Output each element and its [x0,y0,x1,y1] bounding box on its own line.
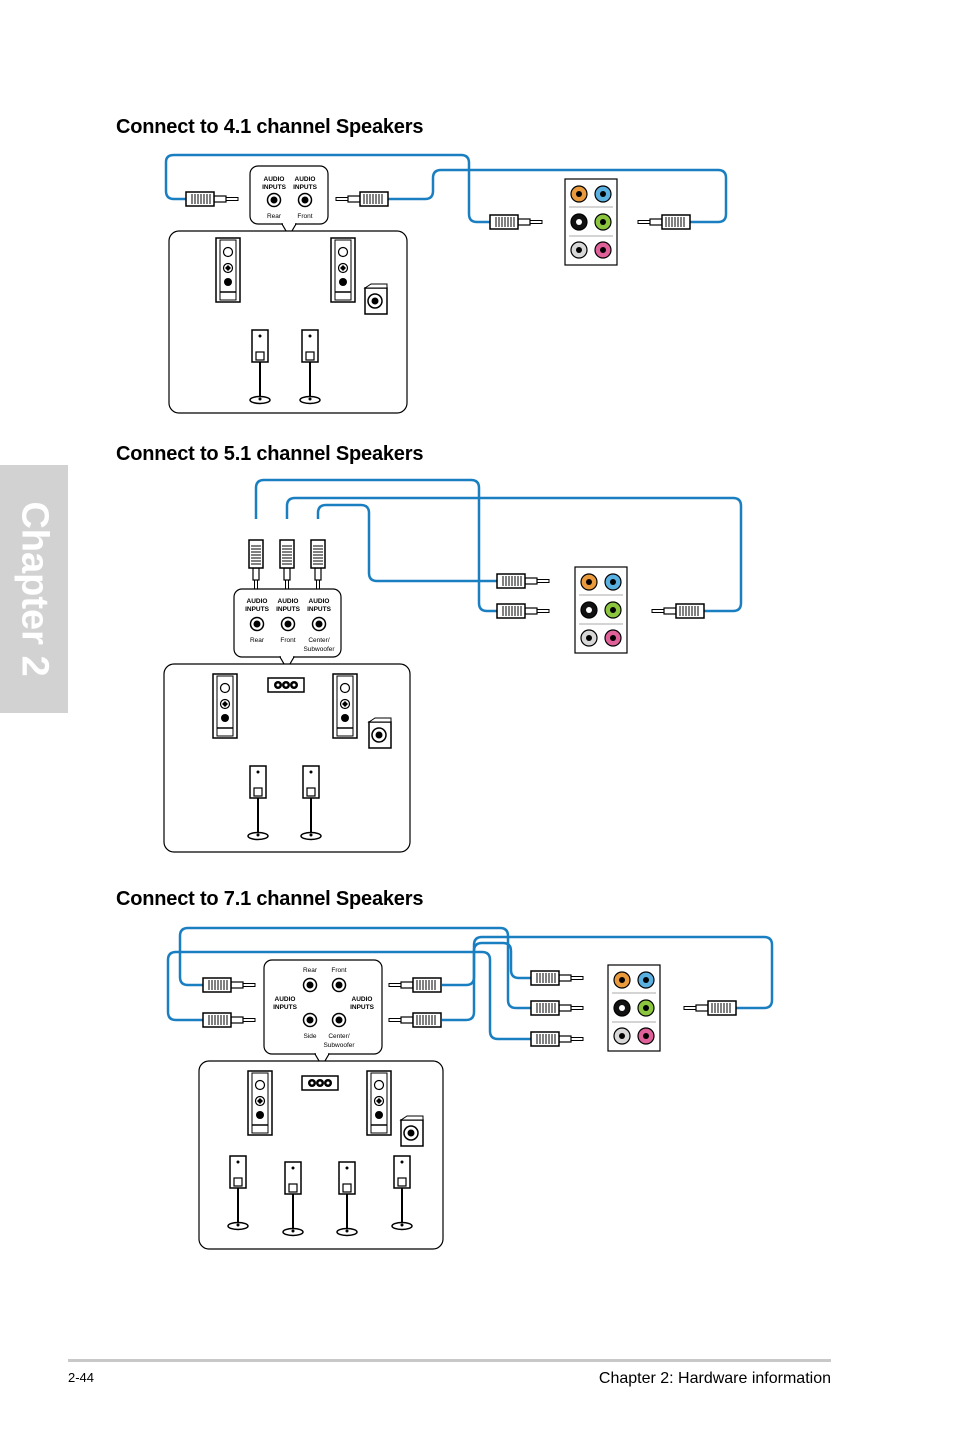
svg-text:Front: Front [280,637,295,644]
plug-icon [683,1000,737,1016]
tower-speaker-icon [366,1070,392,1136]
subwoofer-icon [368,717,392,749]
plug-icon [279,539,295,593]
plug-icon [530,1031,584,1047]
svg-text:Side: Side [303,1033,316,1040]
plug-icon [335,191,389,207]
svg-text:Subwoofer: Subwoofer [323,1042,355,1049]
plug-icon [248,539,264,593]
section-title-5-1: Connect to 5.1 channel Speakers [116,443,424,465]
subwoofer-icon [364,283,388,315]
cable-center-5-1 [316,503,497,583]
footer-chapter-title: Chapter 2: Hardware information [598,1370,831,1387]
svg-text:Subwoofer: Subwoofer [303,646,335,653]
svg-text:INPUTS: INPUTS [262,184,287,191]
section-title-4-1: Connect to 4.1 channel Speakers [116,116,424,138]
panel-label: Rear [267,213,282,220]
page-number: 2-44 [68,1370,95,1385]
tower-speaker-icon [215,237,241,303]
center-speaker-icon [301,1075,339,1091]
tower-speaker-icon [212,673,238,739]
speaker-input-panel [249,165,329,225]
subwoofer-icon [400,1115,424,1147]
svg-text:AUDIO: AUDIO [278,598,299,605]
cable-center-7-1 [442,941,531,1022]
plug-icon [310,539,326,593]
svg-text:Rear: Rear [250,637,265,644]
svg-text:INPUTS: INPUTS [273,1004,298,1011]
svg-text:Front: Front [331,967,346,974]
svg-text:AUDIO: AUDIO [275,996,296,1003]
plug-icon [530,1000,584,1016]
input-jack-icon [297,192,313,208]
cable-front-5-1 [285,496,743,613]
rear-io-jack-panel-icon [607,964,661,1052]
chapter-tab: Chapter 2 [0,465,68,713]
input-jack-icon [331,977,347,993]
input-jack-icon [331,1012,347,1028]
plug-icon [185,191,239,207]
plug-icon [530,970,584,986]
speaker-layout-box [168,230,408,414]
svg-text:INPUTS: INPUTS [307,606,332,613]
svg-text:INPUTS: INPUTS [293,184,318,191]
input-jack-icon [280,616,296,632]
plug-icon [637,214,691,230]
tower-speaker-icon [247,1070,273,1136]
svg-text:AUDIO: AUDIO [295,176,316,183]
tower-speaker-icon [330,237,356,303]
cable-side-7-1 [166,950,531,1041]
svg-text:AUDIO: AUDIO [309,598,330,605]
rear-io-jack-panel-icon [564,178,618,266]
plug-icon [496,573,550,589]
plug-icon [388,1012,442,1028]
svg-text:INPUTS: INPUTS [245,606,270,613]
diagram-5-1: AUDIO INPUTS AUDIO INPUTS AUDIO INPUTS R… [163,478,743,853]
rear-io-jack-panel-icon [574,566,628,654]
svg-text:Front: Front [297,213,312,220]
svg-text:Rear: Rear [303,967,318,974]
plug-icon [496,603,550,619]
plug-icon [202,977,256,993]
diagram-7-1: Rear Front AUDIO INPUTS AUDIO INPUTS Sid… [166,926,774,1250]
svg-text:INPUTS: INPUTS [350,1004,375,1011]
input-jack-icon [311,616,327,632]
svg-text:AUDIO: AUDIO [247,598,268,605]
svg-text:Center/: Center/ [328,1033,350,1040]
plug-icon [388,977,442,993]
footer-rule [68,1359,831,1362]
diagram-4-1: AUDIO INPUTS AUDIO INPUTS Rear Front [164,153,728,414]
tower-speaker-icon [332,673,358,739]
section-title-7-1: Connect to 7.1 channel Speakers [116,888,424,910]
cable-front-4-1 [388,168,728,224]
input-jack-icon [302,977,318,993]
plug-icon [202,1012,256,1028]
cable-front-7-1 [442,935,774,1010]
cable-rear-4-1 [164,153,491,224]
plug-icon [489,214,543,230]
cable-rear-7-1 [178,926,531,1010]
input-jack-icon [266,192,282,208]
input-jack-icon [249,616,265,632]
svg-text:AUDIO: AUDIO [352,996,373,1003]
input-jack-icon [302,1012,318,1028]
panel-label: AUDIO [264,176,285,183]
center-speaker-icon [267,677,305,693]
svg-text:Center/: Center/ [308,637,330,644]
svg-text:INPUTS: INPUTS [276,606,301,613]
plug-icon [651,603,705,619]
cable-rear-5-1 [254,478,497,613]
